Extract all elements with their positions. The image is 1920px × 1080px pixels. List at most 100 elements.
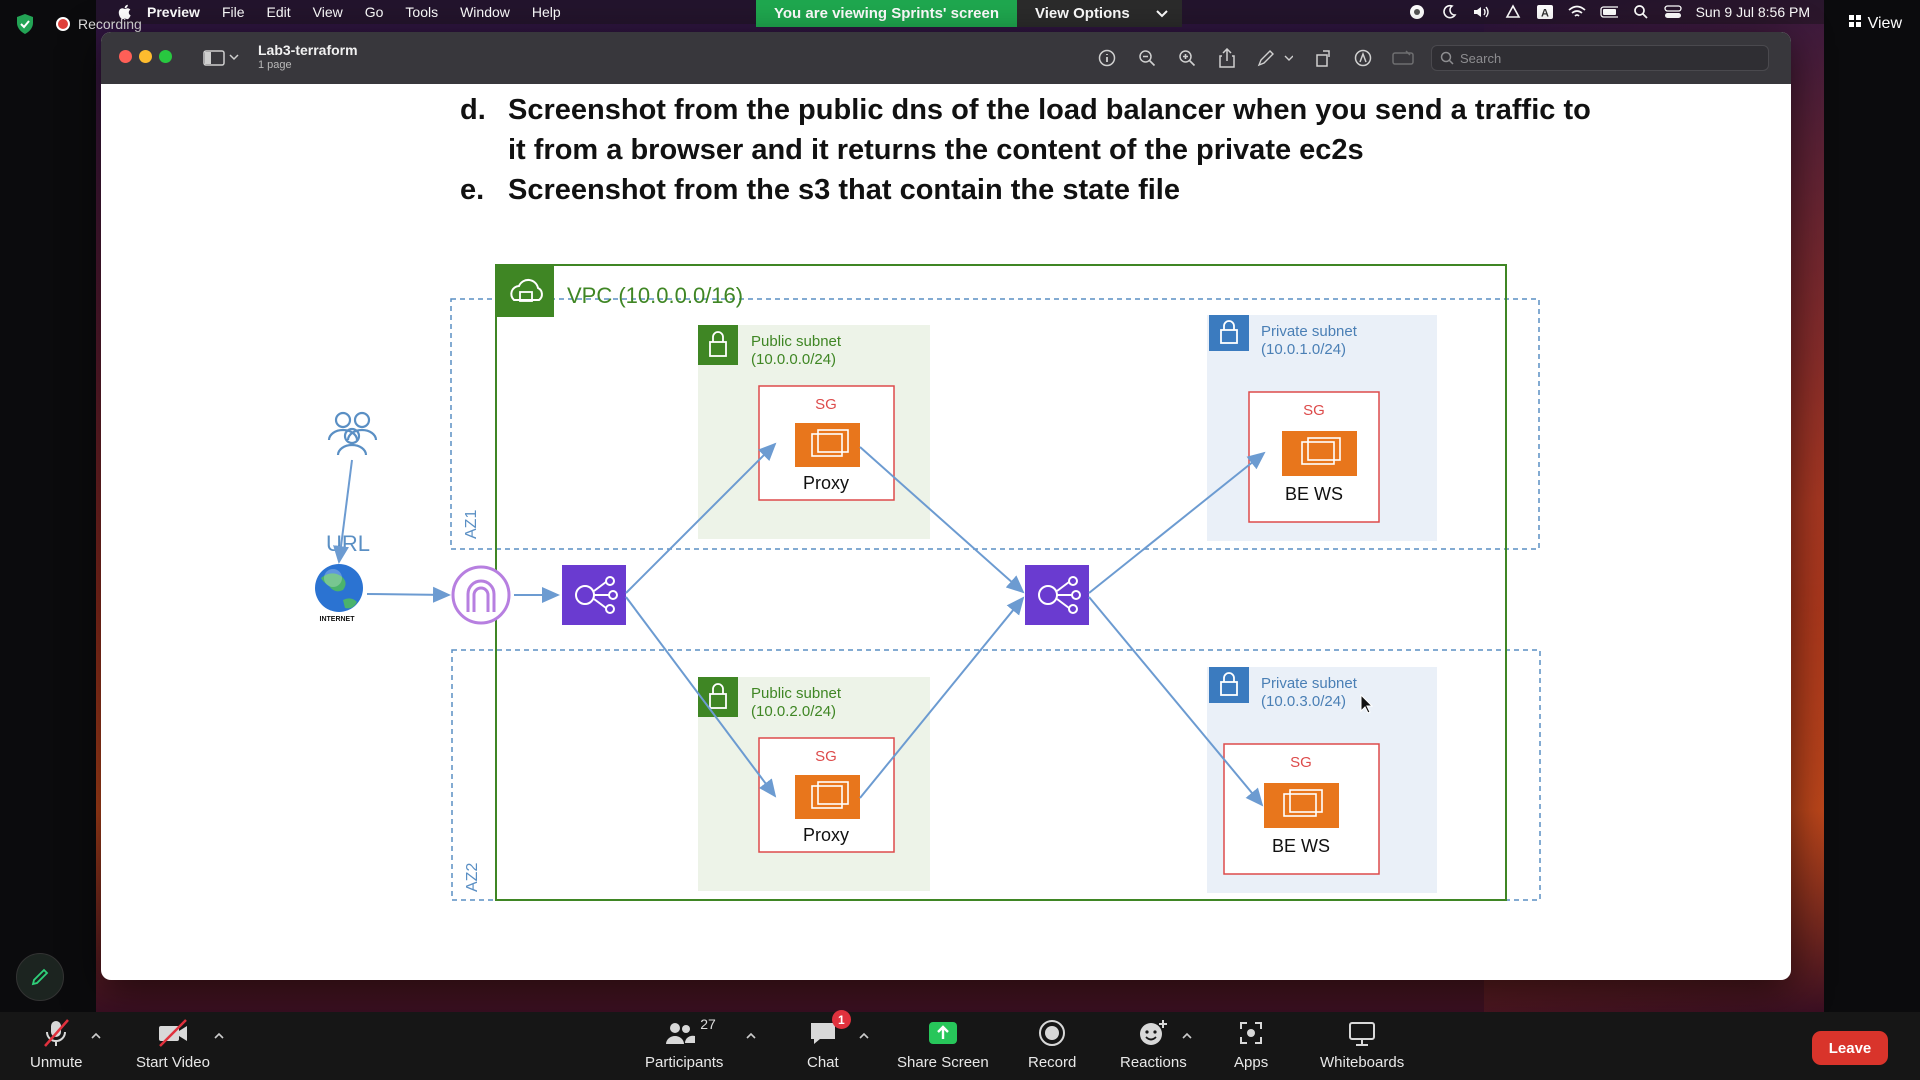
audio-options-chevron-icon[interactable]: [89, 1028, 103, 1042]
internal-load-balancer-icon: [1025, 565, 1089, 625]
menu-go[interactable]: Go: [364, 4, 384, 20]
mic-muted-icon: [41, 1018, 71, 1048]
unmute-label: Unmute: [30, 1054, 83, 1071]
sg-backend-1-label: SG: [1303, 402, 1325, 419]
sidebar-toggle-button[interactable]: [203, 46, 245, 70]
pencil-icon: [31, 968, 49, 986]
chat-unread-badge: 1: [831, 1010, 851, 1029]
menu-bar-extras: A Sun 9 Jul 8:56 PM: [1408, 0, 1810, 24]
mouse-cursor-icon: [1360, 693, 1374, 714]
proxy-1-label: Proxy: [803, 473, 849, 493]
video-options-chevron-icon[interactable]: [212, 1028, 226, 1042]
menu-datetime[interactable]: Sun 9 Jul 8:56 PM: [1695, 4, 1810, 20]
window-minimize-button[interactable]: [139, 50, 152, 63]
reactions-chevron-icon[interactable]: [1180, 1028, 1194, 1042]
search-placeholder: Search: [1460, 50, 1502, 66]
public-subnet-2-lock-icon: [698, 677, 738, 717]
menu-window[interactable]: Window: [460, 4, 510, 20]
window-zoom-button[interactable]: [159, 50, 172, 63]
private-subnet-2-cidr: (10.0.3.0/24): [1261, 693, 1346, 710]
record-button[interactable]: Record: [1028, 1018, 1076, 1071]
status-app-icon[interactable]: [1408, 3, 1426, 21]
search-icon: [1440, 51, 1454, 65]
control-center-icon[interactable]: [1663, 3, 1682, 21]
leave-button[interactable]: Leave: [1812, 1031, 1888, 1065]
info-icon[interactable]: [1095, 46, 1119, 70]
public-subnet-1-cidr: (10.0.0.0/24): [751, 351, 836, 368]
chevron-down-icon: [229, 54, 239, 61]
internet-globe-icon: [315, 564, 363, 612]
rotate-icon[interactable]: [1311, 46, 1335, 70]
vpc-label: VPC (10.0.0.0/16): [567, 283, 743, 308]
input-source-icon[interactable]: A: [1536, 3, 1554, 21]
participants-button[interactable]: 27 Participants: [645, 1016, 724, 1071]
doc-item-d-line-2: it from a browser and it returns the con…: [508, 134, 1364, 166]
public-subnet-1-name: Public subnet: [751, 333, 842, 350]
view-button[interactable]: View: [1848, 14, 1902, 33]
view-label: View: [1867, 14, 1902, 32]
menu-tools[interactable]: Tools: [405, 4, 439, 20]
reactions-button[interactable]: Reactions: [1120, 1018, 1187, 1071]
backend-2-label: BE WS: [1272, 836, 1330, 856]
share-icon[interactable]: [1215, 46, 1239, 70]
battery-icon[interactable]: [1599, 3, 1618, 21]
markup-icon[interactable]: [1351, 46, 1375, 70]
proxy-2-label: Proxy: [803, 825, 849, 845]
external-load-balancer-icon: [562, 565, 626, 625]
menu-edit[interactable]: Edit: [266, 4, 291, 20]
backend-1-label: BE WS: [1285, 484, 1343, 504]
view-options-button[interactable]: View Options: [1017, 0, 1182, 27]
annotate-button[interactable]: [16, 953, 64, 1001]
volume-icon[interactable]: [1472, 3, 1490, 21]
vpc-cloud-icon: [496, 265, 554, 317]
menu-view[interactable]: View: [312, 4, 343, 20]
private-subnet-2-name: Private subnet: [1261, 675, 1358, 692]
apple-icon[interactable]: [114, 0, 136, 24]
zoom-controls-bar: Unmute Start Video 27 Participants 1 Cha…: [0, 1010, 1920, 1080]
search-input[interactable]: Search: [1431, 45, 1769, 71]
participants-chevron-icon[interactable]: [744, 1028, 758, 1042]
recording-indicator[interactable]: Recording: [56, 16, 142, 32]
apps-icon: [1237, 1018, 1265, 1048]
drive-icon[interactable]: [1504, 3, 1522, 21]
wifi-icon[interactable]: [1568, 3, 1586, 21]
menu-file[interactable]: File: [221, 4, 245, 20]
unmute-button[interactable]: Unmute: [30, 1018, 83, 1071]
participants-label: Participants: [645, 1054, 724, 1071]
document-page-count: 1 page: [258, 59, 292, 71]
menu-app-name[interactable]: Preview: [147, 4, 200, 20]
spotlight-search-icon[interactable]: [1632, 3, 1650, 21]
doc-item-e-line-1: Screenshot from the s3 that contain the …: [508, 174, 1180, 206]
participants-icon: 27: [664, 1016, 716, 1048]
whiteboards-button[interactable]: Whiteboards: [1320, 1018, 1404, 1071]
recording-label: Recording: [78, 16, 142, 32]
ec2-proxy-1-icon: [795, 423, 860, 467]
zoom-in-icon[interactable]: [1175, 46, 1199, 70]
chat-chevron-icon[interactable]: [857, 1028, 871, 1042]
architecture-diagram: AZ1 AZ2 VPC (10.0.0.0/16) Public subnet …: [315, 264, 1541, 901]
reactions-label: Reactions: [1120, 1054, 1187, 1071]
chevron-down-icon: [1156, 0, 1168, 27]
traffic-arrows: [333, 442, 1266, 807]
apps-button[interactable]: Apps: [1234, 1018, 1268, 1071]
markup-pen-icon[interactable]: [1255, 46, 1295, 70]
share-screen-button[interactable]: Share Screen: [897, 1018, 989, 1071]
record-dot-icon: [56, 17, 70, 31]
focus-moon-icon[interactable]: [1440, 3, 1458, 21]
menu-help[interactable]: Help: [531, 4, 561, 20]
form-fill-icon[interactable]: [1391, 46, 1415, 70]
security-shield-icon[interactable]: [14, 13, 36, 35]
doc-item-d-line-1: Screenshot from the public dns of the lo…: [508, 94, 1591, 126]
doc-item-d-letter: d.: [460, 94, 486, 126]
window-close-button[interactable]: [119, 50, 132, 63]
az1-box: [450, 298, 1540, 550]
chat-button[interactable]: 1 Chat: [807, 1010, 851, 1071]
reactions-smiley-icon: [1137, 1018, 1169, 1048]
window-titlebar: Lab3-terraform 1 page Search: [101, 32, 1791, 84]
participants-count: 27: [700, 1016, 716, 1032]
document-page: d. Screenshot from the public dns of the …: [121, 84, 1771, 980]
zoom-out-icon[interactable]: [1135, 46, 1159, 70]
start-video-button[interactable]: Start Video: [136, 1018, 210, 1071]
doc-item-e-letter: e.: [460, 174, 485, 206]
